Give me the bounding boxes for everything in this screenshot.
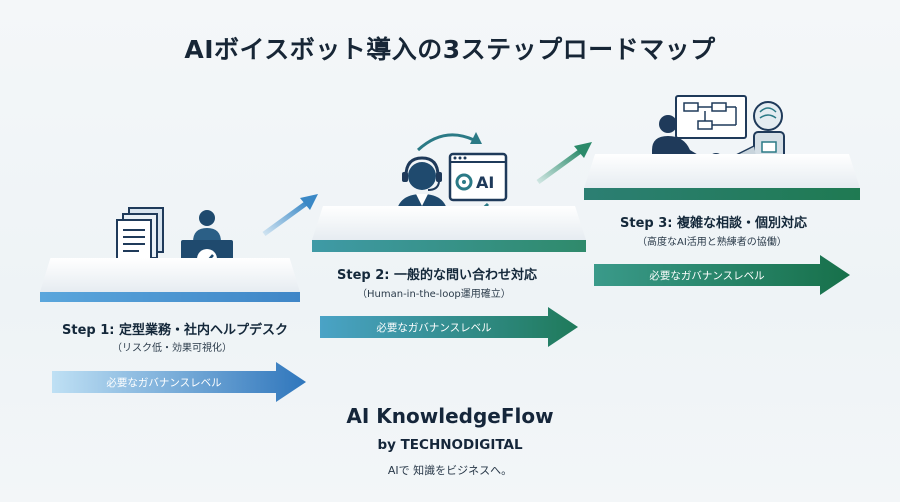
connector-arrow-1 xyxy=(262,194,318,237)
brand-name: AI KnowledgeFlow xyxy=(346,404,554,428)
ai-badge: AI xyxy=(476,173,494,192)
brand-by: by TECHNODIGITAL xyxy=(377,437,523,453)
step-3-governance-arrow: 必要なガバナンスレベル xyxy=(594,255,850,295)
step-1-platform xyxy=(40,258,300,302)
connector-arrow-2 xyxy=(536,142,592,185)
step-2-title: Step 2: 一般的な問い合わせ対応 xyxy=(337,268,537,283)
brand-tagline: AIで 知識をビジネスへ。 xyxy=(387,464,513,477)
page-title: AIボイスボット導入の3ステップロードマップ xyxy=(184,35,716,64)
step-2-platform xyxy=(312,206,586,252)
step-2-governance-arrow: 必要なガバナンスレベル xyxy=(320,307,578,347)
step-1-governance-arrow: 必要なガバナンスレベル xyxy=(52,362,306,402)
step-2-arrow-label: 必要なガバナンスレベル xyxy=(376,321,492,334)
step-3-subtitle: （高度なAI活用と熟練者の協働） xyxy=(637,237,787,248)
step-2-subtitle: （Human-in-the-loop運用確立） xyxy=(357,289,511,300)
step-3-arrow-label: 必要なガバナンスレベル xyxy=(649,269,765,282)
step-1-arrow-label: 必要なガバナンスレベル xyxy=(106,376,222,389)
step-3-platform xyxy=(584,154,860,200)
step-1-title: Step 1: 定型業務・社内ヘルプデスク xyxy=(62,323,288,338)
step-3-title: Step 3: 複雑な相談・個別対応 xyxy=(620,216,807,231)
step-1-subtitle: （リスク低・効果可視化） xyxy=(112,343,232,354)
